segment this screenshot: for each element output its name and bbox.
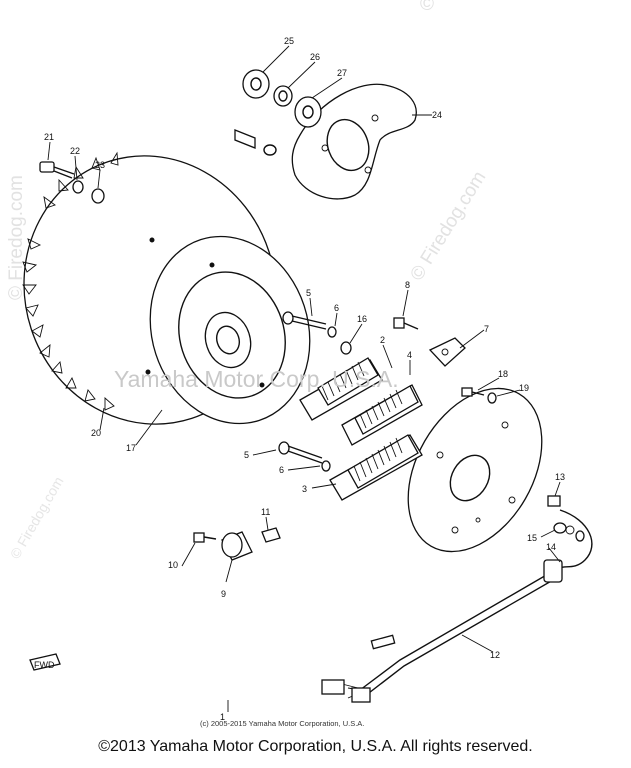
footer-copyright: ©2013 Yamaha Motor Corporation, U.S.A. A… — [98, 738, 533, 755]
washer-6-lower — [321, 460, 331, 472]
woodruff-key — [234, 129, 277, 156]
callout-5-lower: 5 — [244, 450, 249, 460]
callout-16: 16 — [357, 314, 367, 324]
contact-breaker-7 — [428, 337, 466, 367]
callout-labels: 1 2 3 4 5 5 6 6 7 8 9 10 11 12 13 14 15 … — [44, 36, 565, 722]
callout-2: 2 — [380, 335, 385, 345]
connector-13 — [547, 495, 561, 507]
wire-harness-12 — [321, 509, 593, 703]
callout-6-lower: 6 — [279, 465, 284, 475]
callout-12: 12 — [490, 650, 500, 660]
callout-25: 25 — [284, 36, 294, 46]
watermark-center: Yamaha Motor Corp. U.S.A. — [114, 366, 399, 392]
image-copyright: (c) 2005-2015 Yamaha Motor Corporation, … — [200, 719, 364, 728]
callout-14: 14 — [546, 542, 556, 552]
callout-27: 27 — [337, 68, 347, 78]
condenser-9 — [221, 531, 253, 561]
callout-10: 10 — [168, 560, 178, 570]
coil-4 — [341, 384, 423, 446]
leader-lines — [47, 45, 561, 712]
callout-19: 19 — [519, 383, 529, 393]
lockwasher-26 — [273, 85, 293, 107]
callout-6-upper: 6 — [334, 303, 339, 313]
callout-13: 13 — [555, 472, 565, 482]
washer-16 — [340, 341, 352, 355]
callout-8: 8 — [405, 280, 410, 290]
watermark-diagonal-left: © Firedog.com — [6, 175, 27, 300]
callout-3: 3 — [302, 484, 307, 494]
callout-20: 20 — [91, 428, 101, 438]
washer-22 — [72, 180, 84, 194]
nut-25 — [242, 69, 270, 99]
callout-22: 22 — [70, 146, 80, 156]
clip-15 — [553, 522, 575, 535]
watermark-corner-symbol: © — [420, 0, 434, 15]
screw-18 — [461, 387, 485, 397]
grommet-14 — [575, 530, 585, 542]
washer-6-upper — [327, 326, 337, 338]
callout-7: 7 — [484, 324, 489, 334]
screw-5-upper — [282, 311, 327, 330]
flywheel-rotor — [22, 151, 311, 425]
callout-26: 26 — [310, 52, 320, 62]
svg-text:FWD: FWD — [34, 660, 55, 670]
screw-8 — [393, 317, 419, 330]
callout-24: 24 — [432, 110, 442, 120]
watermark-diagonal-bottom: © Firedog.com — [7, 474, 67, 562]
callout-15: 15 — [527, 533, 537, 543]
screw-10 — [193, 532, 217, 543]
callout-18: 18 — [498, 369, 508, 379]
screw-5-lower — [278, 441, 323, 464]
watermark-diagonal-right: © Firedog.com — [406, 168, 490, 285]
bolt-21 — [39, 161, 75, 179]
coil-3 — [329, 434, 423, 501]
stator-base-plate — [407, 387, 543, 553]
callout-9: 9 — [221, 589, 226, 599]
gasket-plate — [291, 83, 417, 200]
forward-direction-marker: FWD — [29, 653, 61, 671]
callout-4: 4 — [407, 350, 412, 360]
coil-2 — [299, 357, 383, 421]
washer-27 — [294, 96, 322, 128]
callout-21: 21 — [44, 132, 54, 142]
clamp-11 — [261, 527, 281, 543]
washer-19 — [487, 392, 497, 404]
callout-23: 23 — [95, 160, 105, 170]
callout-17: 17 — [126, 443, 136, 453]
callout-5-upper: 5 — [306, 288, 311, 298]
callout-11: 11 — [261, 507, 270, 517]
callout-1: 1 — [220, 712, 225, 722]
washer-23 — [91, 188, 105, 204]
